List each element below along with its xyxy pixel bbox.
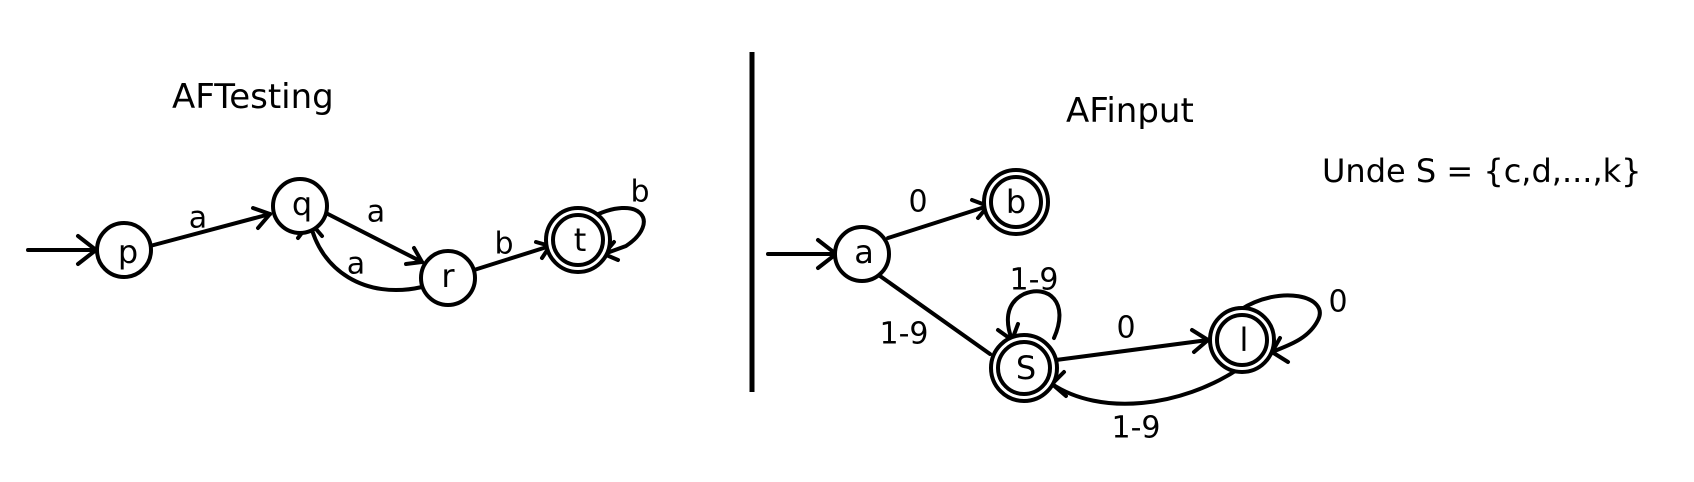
edge-label-r-q: a: [347, 247, 365, 282]
edge-label-l-l: 0: [1328, 285, 1347, 320]
state-label-l: l: [1240, 321, 1249, 359]
state-r: r: [419, 249, 477, 307]
left-automaton: AFTesting a a a b: [26, 77, 650, 307]
edge-l-S: [1050, 366, 1242, 406]
edge-a-b: [886, 198, 990, 240]
state-q: q: [271, 177, 329, 235]
edge-label-t-t: b: [630, 175, 649, 210]
state-p: p: [95, 221, 153, 279]
edge-label-r-t: b: [494, 227, 513, 262]
left-diagram-title: AFTesting: [172, 77, 334, 117]
edge-label-a-b: 0: [908, 185, 927, 220]
state-S-accepting: S: [989, 333, 1059, 403]
start-arrow-p: [26, 234, 98, 266]
state-label-S: S: [1016, 349, 1036, 387]
edge-p-q: [148, 206, 272, 248]
edge-label-q-r: a: [367, 195, 385, 230]
state-b-accepting: b: [982, 168, 1050, 236]
state-label-t: t: [574, 221, 587, 259]
start-arrow-a: [766, 238, 838, 270]
edge-q-r: [322, 210, 424, 266]
state-a: a: [833, 225, 891, 283]
edge-a-S: [878, 274, 992, 356]
state-label-a: a: [854, 233, 874, 271]
right-diagram-title: AFinput: [1066, 91, 1194, 131]
edge-label-S-S: 1-9: [1010, 263, 1059, 298]
state-label-r: r: [441, 257, 455, 295]
edge-label-l-S: 1-9: [1112, 411, 1161, 446]
state-label-p: p: [118, 233, 138, 271]
state-label-q: q: [292, 185, 312, 223]
right-automaton: AFinput Unde S = {c,d,...,k} 0 1-9 1-9: [766, 91, 1642, 446]
edge-S-S: [996, 289, 1062, 342]
state-l-accepting: l: [1208, 306, 1276, 374]
state-label-b: b: [1006, 183, 1026, 221]
set-definition-note: Unde S = {c,d,...,k}: [1322, 152, 1642, 190]
edge-label-a-S: 1-9: [880, 317, 929, 352]
state-t-accepting: t: [544, 206, 612, 274]
edge-label-p-q: a: [189, 201, 207, 236]
edge-label-S-l: 0: [1116, 311, 1135, 346]
